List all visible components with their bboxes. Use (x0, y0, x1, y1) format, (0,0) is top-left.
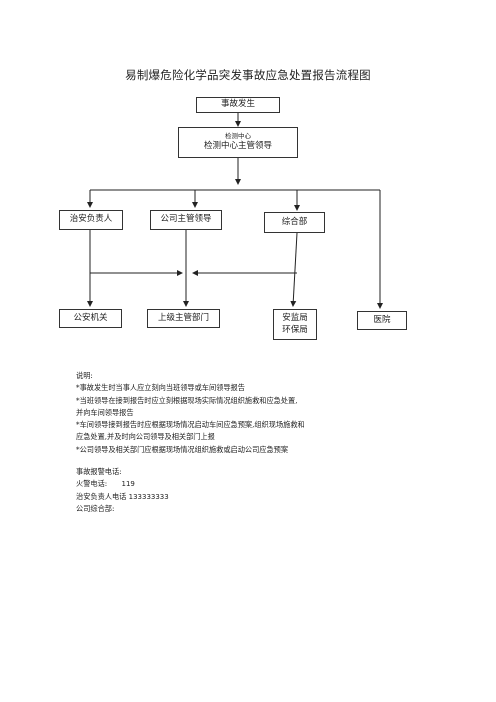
note-line: 并向车间领导报告 (76, 407, 134, 417)
node-monitor-small-label: 检测中心 (225, 132, 251, 141)
node-accident: 事故发生 (196, 97, 280, 113)
node-env-bureau-label: 环保局 (282, 324, 308, 335)
contact-fire-label: 火警电话: (76, 479, 108, 489)
contact-fire: 火警电话: 119 (76, 478, 305, 490)
contact-security-number: 133333333 (128, 492, 169, 501)
note-line: *当班领导在接到报告时应立刻根据现场实际情况组织施救和应急处置, (76, 395, 298, 405)
contact-general: 公司综合部: (76, 503, 115, 513)
node-safety-env-bureau: 安监局 环保局 (273, 309, 317, 340)
arrow-general-to-safety (290, 232, 298, 307)
node-superior-dept: 上级主管部门 (147, 309, 220, 328)
node-company-leader: 公司主管领导 (150, 210, 222, 230)
node-monitor-center: 检测中心 检测中心主管领导 (178, 127, 298, 158)
contacts-heading: 事故报警电话: (76, 467, 122, 477)
note-line: *公司领导及相关部门应根据现场情况组织施救或启动公司应急预案 (76, 444, 289, 454)
notes-heading: 说明: (76, 371, 93, 380)
node-security-head: 治安负责人 (59, 210, 123, 230)
contact-security: 治安负责人电话 133333333 (76, 491, 305, 503)
node-general-dept: 综合部 (264, 212, 325, 233)
contact-fire-number: 119 (121, 480, 135, 489)
note-line: *车间领导接到报告时应根据现场情况启动车间应急预案,组织现场施救和 (76, 420, 305, 430)
node-safety-bureau-label: 安监局 (282, 313, 308, 324)
node-hospital: 医院 (357, 311, 407, 330)
node-monitor-main-label: 检测中心主管领导 (203, 141, 272, 152)
note-line: 应急处置,并及时向公司领导及相关部门上报 (76, 432, 215, 442)
page-title: 易制爆危险化学品突发事故应急处置报告流程图 (125, 68, 371, 82)
notes-section: 说明: *事故发生时当事人应立刻向当班领导或车间领导报告 *当班领导在接到报告时… (76, 370, 305, 515)
node-police: 公安机关 (59, 309, 122, 328)
contact-security-label: 治安负责人电话 (76, 491, 127, 501)
note-line: *事故发生时当事人应立刻向当班领导或车间领导报告 (76, 383, 245, 393)
